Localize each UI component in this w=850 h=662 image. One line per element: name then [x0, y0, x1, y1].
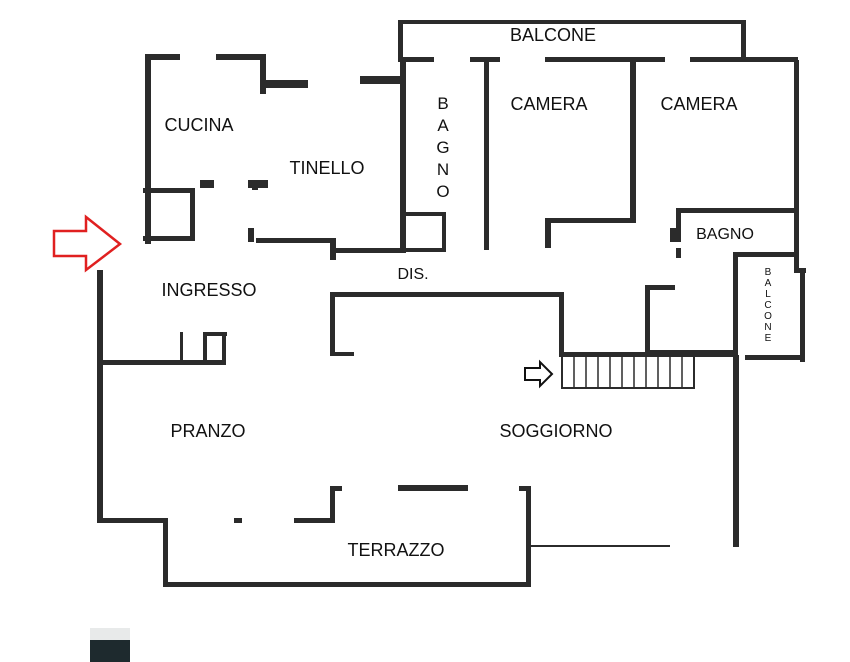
balcone-top-walls — [398, 20, 746, 60]
svg-text:A: A — [437, 116, 449, 135]
bagno-left-walls — [400, 60, 446, 252]
label-soggiorno: SOGGIORNO — [499, 421, 612, 441]
svg-text:G: G — [436, 138, 449, 157]
kitchen-walls — [143, 54, 406, 260]
svg-text:L: L — [765, 289, 771, 300]
svg-text:N: N — [764, 322, 771, 333]
camera-2-walls — [670, 60, 799, 272]
svg-text:A: A — [765, 278, 772, 289]
label-balcone-side: B A L C O N E — [764, 267, 772, 344]
label-cucina: CUCINA — [164, 115, 233, 135]
east-wall — [530, 355, 739, 547]
label-dis: DIS. — [397, 266, 428, 283]
camera-1-walls — [484, 60, 636, 250]
label-camera-1: CAMERA — [510, 94, 587, 114]
corner-block — [90, 628, 130, 662]
bagno-right-walls — [645, 248, 806, 362]
entrance-arrow-icon — [52, 214, 123, 273]
terrazzo-walls — [163, 518, 531, 587]
svg-text:B: B — [437, 94, 448, 113]
north-walls — [398, 57, 798, 62]
svg-text:N: N — [437, 160, 449, 179]
corridor-walls — [330, 292, 735, 357]
staircase — [561, 355, 695, 389]
label-ingresso: INGRESSO — [161, 280, 256, 300]
label-tinello: TINELLO — [289, 158, 364, 178]
west-walls — [97, 270, 227, 522]
svg-text:O: O — [764, 311, 772, 322]
stair-arrow-icon — [524, 359, 554, 389]
svg-text:O: O — [436, 182, 449, 201]
svg-text:C: C — [764, 300, 771, 311]
svg-text:E: E — [765, 333, 772, 344]
label-camera-2: CAMERA — [660, 94, 737, 114]
label-terrazzo: TERRAZZO — [348, 540, 445, 560]
label-bagno-right: BAGNO — [696, 226, 754, 243]
label-pranzo: PRANZO — [170, 421, 245, 441]
label-balcone-top: BALCONE — [510, 25, 596, 45]
south-walls — [97, 485, 531, 586]
label-bagno-vertical: B A G N O — [436, 94, 449, 201]
svg-text:B: B — [765, 267, 772, 278]
